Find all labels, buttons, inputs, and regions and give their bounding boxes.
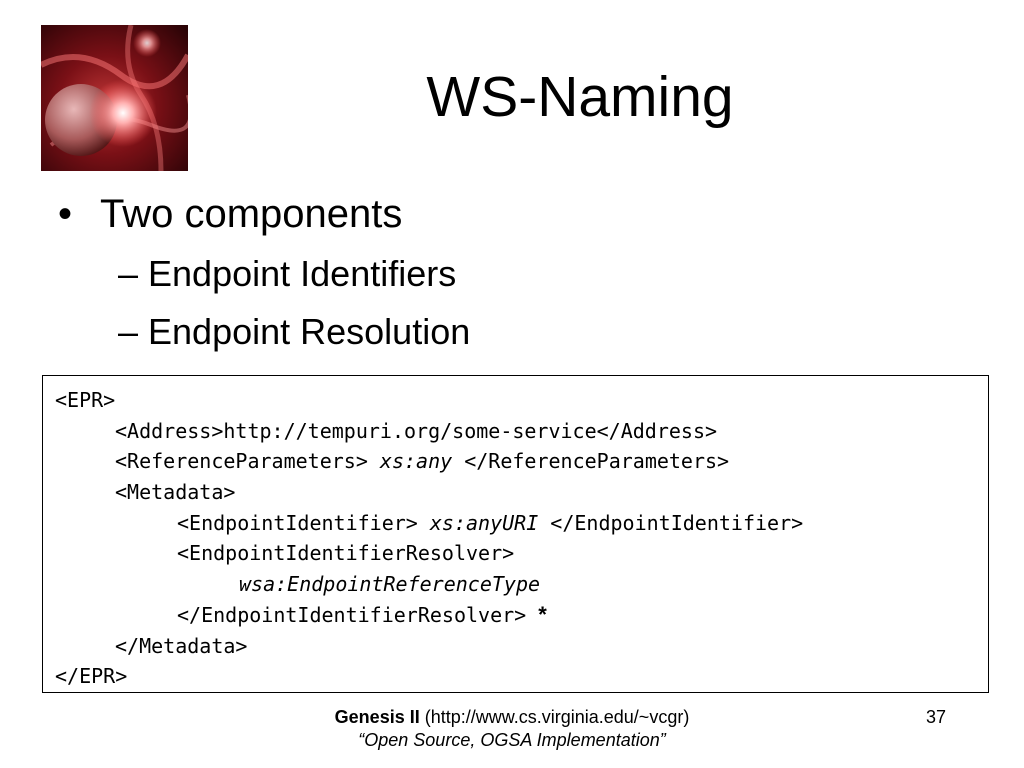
footer-brand: Genesis II (334, 707, 420, 727)
footer-tagline: “Open Source, OGSA Implementation” (358, 730, 666, 750)
bullet-marker: • (58, 192, 73, 236)
bullet-text: Two components (100, 192, 403, 236)
code-line: </Metadata> (115, 633, 248, 658)
code-line: </EndpointIdentifierResolver> * (55, 600, 988, 631)
code-type: xs:anyURI (429, 510, 539, 535)
code-line: <EndpointIdentifier> xs:anyURI </Endpoin… (55, 508, 988, 539)
code-star: * (538, 601, 547, 627)
code-tag: </EndpointIdentifier> (538, 510, 804, 535)
bullet-item: • Two components (58, 190, 470, 238)
subbullet-endpoint-identifiers: – Endpoint Identifiers (118, 253, 457, 294)
code-tag: <ReferenceParameters> (115, 449, 380, 474)
bullet-list: • Two components – Endpoint Identifiers –… (58, 190, 470, 354)
nebula-logo-image (41, 25, 188, 171)
code-type: xs:any (379, 449, 453, 474)
slide-footer: Genesis II (http://www.cs.virginia.edu/~… (230, 706, 794, 752)
code-tag: </ReferenceParameters> (452, 449, 730, 474)
footer-url: (http://www.cs.virginia.edu/~vcgr) (419, 707, 690, 727)
code-line: <Metadata> (115, 480, 236, 505)
code-line: wsa:EndpointReferenceType (239, 572, 541, 597)
code-line: <EndpointIdentifierResolver> (177, 541, 515, 566)
nebula-logo-graphic (41, 25, 188, 171)
subbullet-endpoint-resolution: – Endpoint Resolution (118, 311, 471, 352)
code-tag: <EndpointIdentifier> (177, 510, 430, 535)
code-line: <EPR> (55, 388, 116, 412)
footer-line-1: Genesis II (http://www.cs.virginia.edu/~… (230, 706, 794, 729)
code-tag: </EndpointIdentifierResolver> (177, 602, 539, 627)
page-number: 37 (926, 707, 947, 727)
code-line: </EPR> (55, 664, 128, 689)
epr-code-box: <EPR> <Address>http://tempuri.org/some-s… (42, 375, 989, 693)
code-line: <ReferenceParameters> xs:any </Reference… (55, 446, 988, 477)
slide-title: WS-Naming (426, 65, 734, 129)
code-line: <Address>http://tempuri.org/some-service… (115, 418, 718, 443)
